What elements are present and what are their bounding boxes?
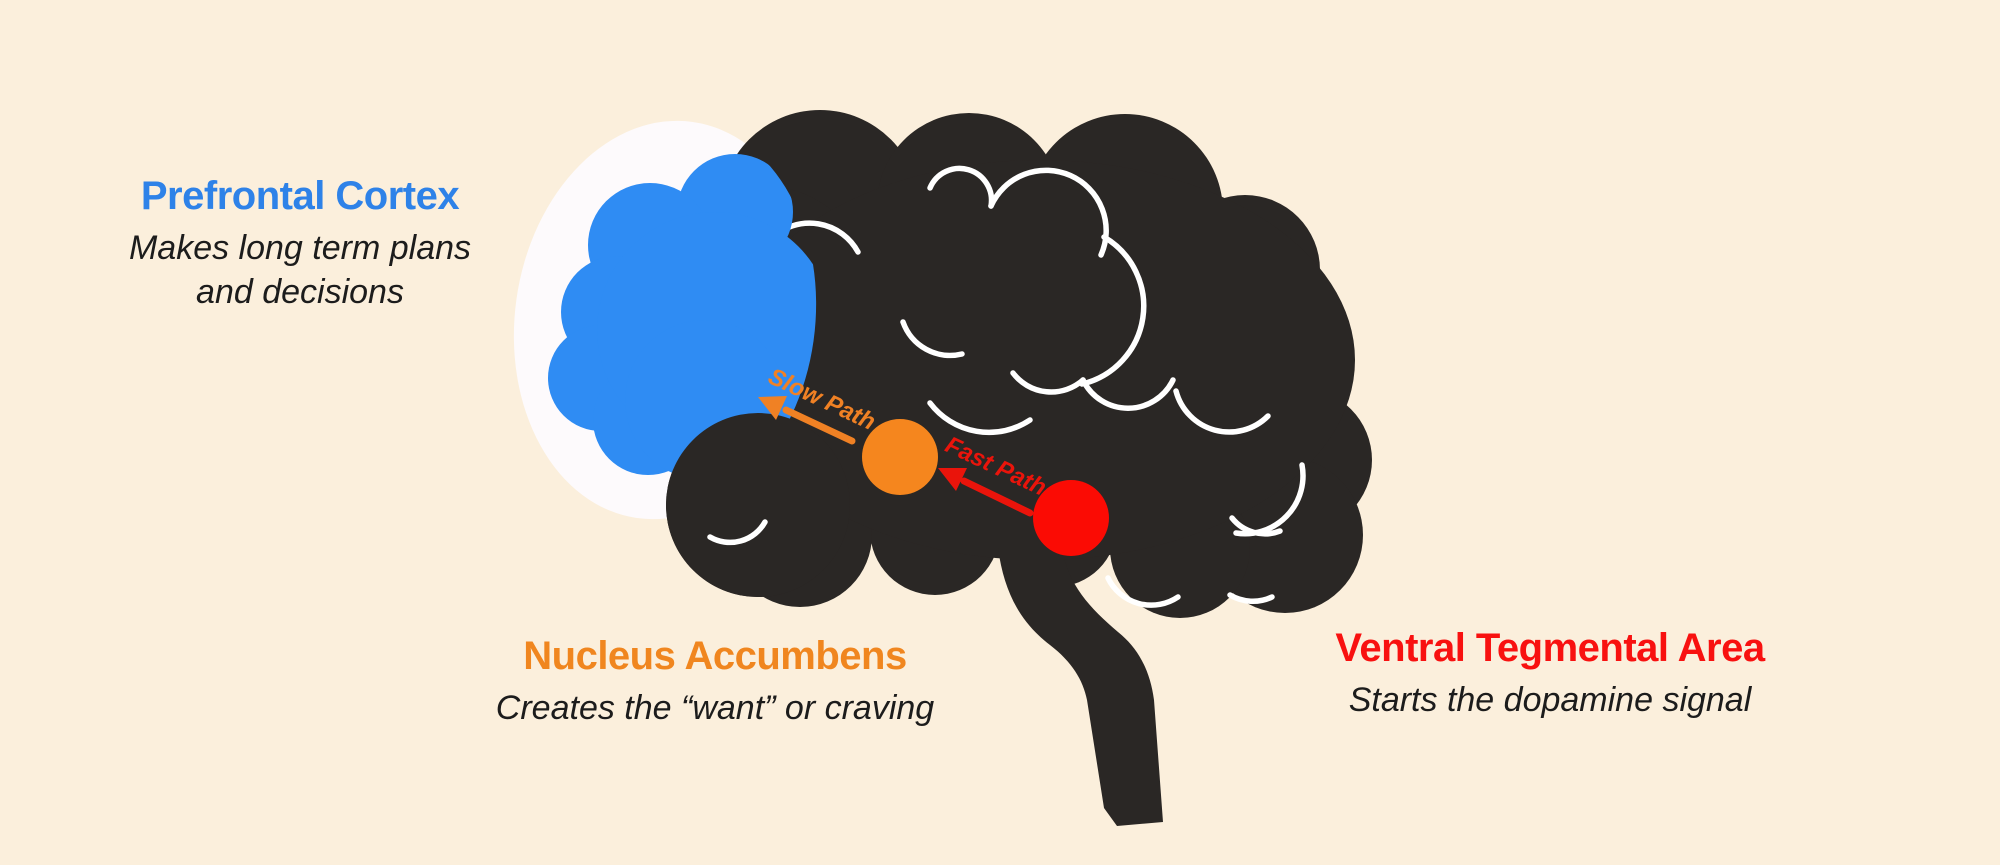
brain-stem bbox=[998, 548, 1163, 826]
ventral-tegmental-area-dot bbox=[1033, 480, 1109, 556]
temporal-lobe-overlap bbox=[666, 413, 850, 597]
nucleus-accumbens-dot bbox=[862, 419, 938, 495]
temporal-lobe-sulcus bbox=[707, 519, 768, 546]
